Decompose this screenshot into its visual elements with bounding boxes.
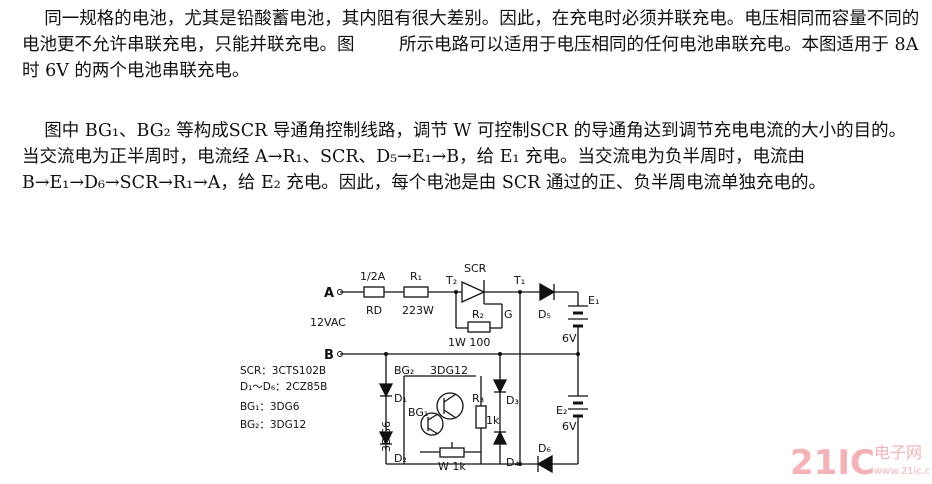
diode-d3 <box>492 379 508 394</box>
spec-bg2: BG₂：3DG12 <box>240 419 306 431</box>
r3-label: R₃ <box>472 392 484 405</box>
t1-label: T₁ <box>513 274 525 287</box>
e2-label: E₂ <box>556 404 567 417</box>
diode-d1 <box>378 383 394 398</box>
node-a: A <box>324 286 334 301</box>
site-watermark-logo: 21IC 电子网 www.21ic.com <box>790 443 930 480</box>
transistor-bg2 <box>436 392 464 420</box>
diode-d6 <box>536 454 553 474</box>
d1-label: D₁ <box>394 392 407 405</box>
fuse-label: RD <box>366 304 382 317</box>
node-b: B <box>324 348 334 363</box>
watermark-cn: 电子网 <box>874 443 922 462</box>
spec-diodes: D₁～D₆：2CZ85B <box>240 381 327 393</box>
e1-voltage: 6V <box>562 332 577 345</box>
bg2-label: BG₂ <box>394 364 414 377</box>
d2-label: D₂ <box>394 452 407 465</box>
gate-label: G <box>504 308 513 321</box>
r1-value: 223W <box>402 304 434 317</box>
scr-symbol <box>461 280 486 304</box>
fuse-rd <box>363 286 385 298</box>
transistor-bg1 <box>420 412 444 436</box>
circuit-wires <box>340 280 588 474</box>
charger-circuit-diagram: A B 12VAC 1/2A RD R₁ 223W T₂ SCR T₁ R₂ 1… <box>240 262 599 474</box>
watermark-url: www.21ic.com <box>874 466 930 477</box>
d5-label: D₅ <box>538 308 551 321</box>
r1-label: R₁ <box>410 270 422 283</box>
scr-label: SCR <box>464 262 487 275</box>
diode-d2 <box>378 431 394 446</box>
input-voltage: 12VAC <box>310 316 346 329</box>
watermark-brand: 21IC <box>790 443 875 480</box>
e1-label: E₁ <box>588 294 599 307</box>
bg1-label: BG₁ <box>408 406 428 419</box>
r3-value: 1k <box>486 414 500 427</box>
resistor-r1 <box>403 286 429 298</box>
t2-label: T₂ <box>445 274 457 287</box>
diode-d5 <box>539 282 556 302</box>
d4-label: D₄ <box>506 456 519 469</box>
spec-bg1: BG₁：3DG6 <box>240 401 300 413</box>
d6-label: D₆ <box>538 442 551 455</box>
bg1-type: 3DG6 <box>380 421 393 452</box>
e2-voltage: 6V <box>562 420 577 433</box>
w-label: W 1k <box>438 460 466 473</box>
paragraph-2: 图中 BG₁、BG₂ 等构成SCR 导通角控制线路，调节 W 可控制SCR 的导… <box>22 121 907 193</box>
d3-label: D₃ <box>506 394 519 407</box>
fuse-rating: 1/2A <box>360 270 386 283</box>
bg2-type: 3DG12 <box>430 364 468 377</box>
resistor-r3 <box>475 405 487 429</box>
spec-scr: SCR：3CTS102B <box>240 365 326 377</box>
r2-label: R₂ <box>472 308 484 321</box>
r2-value: 1W 100 <box>448 336 490 349</box>
paragraph-1: 同一规格的电池，尤其是铅酸蓄电池，其内阻有很大差别。因此，在充电时必须并联充电。… <box>22 9 924 81</box>
diode-d4 <box>492 430 508 445</box>
resistor-r2 <box>467 321 491 333</box>
potentiometer-w <box>439 447 465 458</box>
